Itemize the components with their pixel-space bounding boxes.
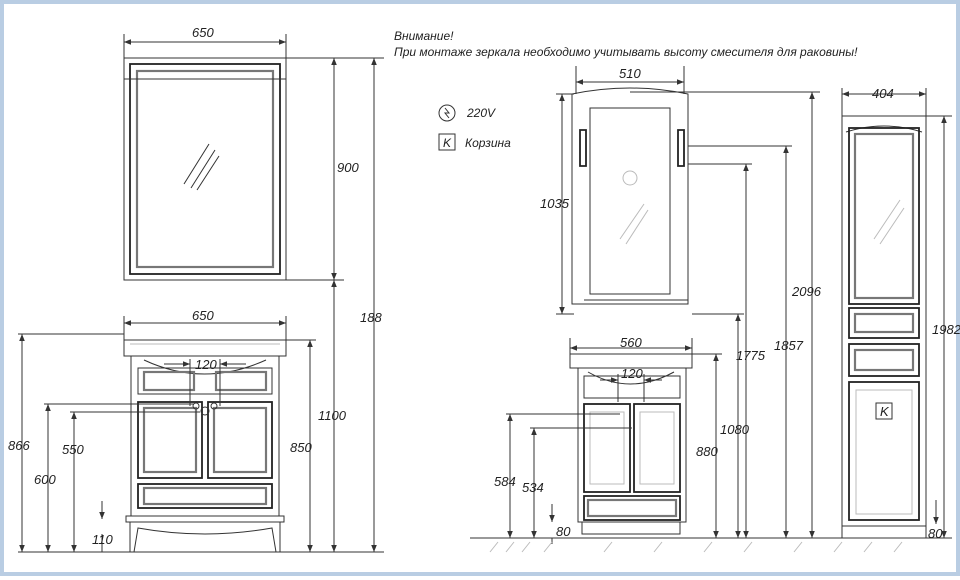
middle-mirror-width-dimension: 510: [575, 66, 685, 94]
left-overall-height-dimension: 188: [286, 57, 384, 552]
middle-1857: 1857: [774, 338, 804, 353]
middle-vanity-width-dimension: 560: [569, 335, 693, 354]
middle-2096: 2096: [791, 284, 822, 299]
middle-1080-dimension: 1080: [692, 313, 750, 538]
left-overall-height: 188: [360, 310, 382, 325]
middle-mirror-width: 510: [619, 66, 641, 81]
notice-title: Внимание!: [394, 29, 454, 43]
left-tap-spacing: 120: [195, 357, 217, 372]
middle-80-dimension: 80: [549, 504, 571, 544]
legend-basket-symbol: K: [443, 136, 452, 150]
middle-880: 880: [696, 444, 718, 459]
tall-cabinet-height: 1982: [932, 322, 960, 337]
tall-cabinet: K: [841, 115, 927, 538]
tall-cabinet-width-dimension: 404: [841, 86, 927, 116]
left-vanity-width: 650: [192, 308, 214, 323]
left-600: 600: [34, 472, 56, 487]
left-550-dimension: 550: [62, 411, 200, 552]
left-850: 850: [290, 440, 312, 455]
left-866-dimension: 866: [8, 333, 124, 552]
middle-mirror: [571, 87, 689, 305]
legend: 220V K Корзина: [438, 104, 511, 151]
basket-icon: K: [438, 133, 456, 151]
middle-vanity-width: 560: [620, 335, 642, 350]
tall-cabinet-base-dimension: 80: [928, 500, 943, 541]
left-vanity: [123, 339, 287, 553]
notice-text: При монтаже зеркала необходимо учитывать…: [394, 45, 858, 59]
technical-drawing: Внимание! При монтаже зеркала необходимо…: [8, 25, 960, 553]
left-mirror-width-dimension: 650: [123, 25, 287, 58]
tall-cabinet-basket-symbol: K: [880, 404, 890, 419]
middle-2096-dimension: 2096: [630, 91, 822, 538]
left-1100: 1100: [318, 408, 347, 423]
middle-mirror-height: 1035: [540, 196, 570, 211]
middle-floor: [470, 537, 952, 553]
middle-880-dimension: 880: [692, 353, 722, 538]
middle-vanity: [569, 353, 693, 535]
middle-1857-dimension: 1857: [688, 145, 804, 538]
middle-584-dimension: 584: [494, 413, 620, 538]
left-mirror-height: 900: [337, 160, 359, 175]
middle-tap-spacing-dimension: 120: [600, 366, 662, 402]
left-600-dimension: 600: [34, 403, 194, 552]
left-110: 110: [92, 532, 113, 547]
left-mirror: [123, 57, 287, 281]
middle-mirror-height-dimension: 1035: [540, 93, 574, 315]
left-550: 550: [62, 442, 84, 457]
middle-584: 584: [494, 474, 516, 489]
left-1100-dimension: 1100: [318, 280, 347, 552]
middle-1080: 1080: [720, 422, 750, 437]
left-110-dimension: 110: [92, 501, 113, 552]
tall-cabinet-height-dimension: 1982: [926, 115, 960, 538]
left-mirror-width: 650: [192, 25, 214, 40]
left-vanity-width-dimension: 650: [123, 308, 287, 340]
socket-icon: [438, 104, 456, 122]
middle-1775-dimension: 1775: [688, 163, 766, 538]
middle-534-dimension: 534: [522, 427, 632, 538]
middle-534: 534: [522, 480, 544, 495]
middle-80: 80: [556, 524, 571, 539]
tall-cabinet-width: 404: [872, 86, 894, 101]
left-tap-spacing-dimension: 120: [164, 357, 246, 406]
middle-tap-spacing: 120: [621, 366, 643, 381]
left-mirror-height-dimension: 900: [286, 57, 359, 281]
left-850-dimension: 850: [286, 339, 316, 552]
left-866: 866: [8, 438, 30, 453]
legend-basket-label: Корзина: [465, 136, 511, 150]
legend-socket-label: 220V: [466, 106, 496, 120]
middle-1775: 1775: [736, 348, 766, 363]
tall-cabinet-base: 80: [928, 526, 943, 541]
